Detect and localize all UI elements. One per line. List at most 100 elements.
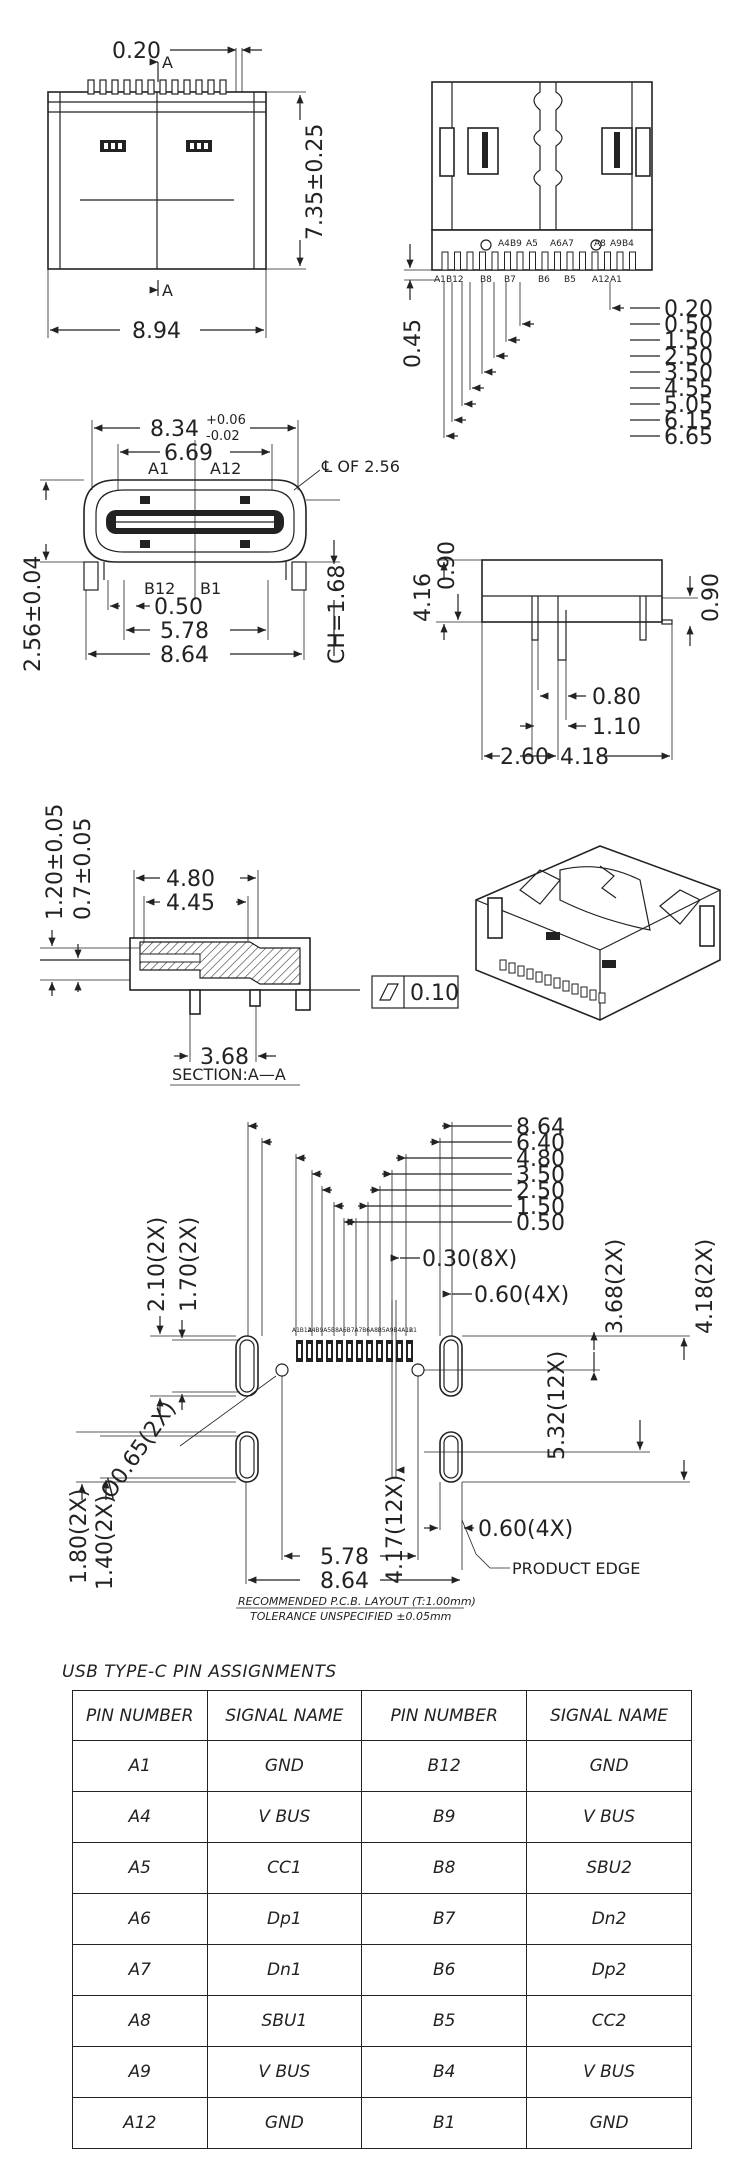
pcb-pad-core <box>358 1344 361 1358</box>
rear-pin-label-bottom: B6 <box>538 275 550 285</box>
pin-table-header: PIN NUMBER SIGNAL NAME PIN NUMBER SIGNAL… <box>72 1690 692 1741</box>
iso-pin <box>598 992 606 1004</box>
dim-256: 2.56±0.04 <box>21 556 46 672</box>
dim-578-front: 5.78 <box>160 619 209 644</box>
iso-pin <box>580 986 588 998</box>
dim-532: 5.32(12X) <box>545 1351 570 1460</box>
pin-assignment-section: USB TYPE-C PIN ASSIGNMENTS PIN NUMBER SI… <box>62 1662 702 2149</box>
pin-number-cell: B5 <box>361 1995 528 2047</box>
pin-number-cell: A8 <box>72 1995 208 2047</box>
pin-number-cell: A5 <box>72 1842 208 1894</box>
dim-045: 0.45 <box>401 319 426 368</box>
pcb-pad-core <box>398 1344 401 1358</box>
front-pin <box>99 79 107 95</box>
dim-110: 1.10 <box>592 715 641 740</box>
signal-name-cell: V BUS <box>526 1791 692 1843</box>
dim-480: 4.80 <box>166 867 215 892</box>
front-pin <box>183 79 191 95</box>
pcb-top-dim-label: 8.64 <box>516 1115 565 1140</box>
dim-090-left: 0.90 <box>435 541 460 590</box>
pcb-pin-label: B12 <box>300 1327 312 1334</box>
pin-number-cell: A6 <box>72 1893 208 1945</box>
pcb-pin-label: A8 <box>370 1327 378 1334</box>
signal-name-cell: GND <box>526 2097 692 2149</box>
product-edge: PRODUCT EDGE <box>512 1559 640 1578</box>
pcb-top-dim-label: 6.40 <box>516 1131 565 1156</box>
rear-pin-label-bottom: B12 <box>446 275 464 285</box>
pcb-top-dim-label: 0.60(4X) <box>474 1283 569 1308</box>
rear-dim-label: 6.15 <box>664 409 713 434</box>
rear-pin-label-top: A5 <box>526 239 538 249</box>
rear-pin <box>454 251 461 271</box>
header-signal-b: SIGNAL NAME <box>526 1690 692 1741</box>
iso-pin <box>544 974 552 986</box>
rear-pin <box>491 251 499 271</box>
pcb-pin-label: A5 <box>323 1327 331 1334</box>
iso-pin <box>562 980 570 992</box>
mid-front-view: A1 A12 B12 B1 ℄ OF 2.56 8.34 +0.06 -0.02… <box>21 413 400 672</box>
rear-pin <box>541 251 549 271</box>
pcb-top-dim-label: 4.80 <box>516 1147 565 1172</box>
rear-pin-label-top: A9 <box>610 239 622 249</box>
label-a1: A1 <box>148 459 169 478</box>
pcb-pad-core <box>328 1344 331 1358</box>
pcb-top-dim-label: 1.50 <box>516 1195 565 1220</box>
section-title: SECTION:A—A <box>172 1065 286 1084</box>
front-pin <box>87 79 95 95</box>
pcb-pin-label: B5 <box>378 1327 386 1334</box>
pcb-pad-core <box>298 1344 301 1358</box>
iso-pin <box>553 977 561 989</box>
rear-dim-label: 6.65 <box>664 425 713 450</box>
iso-pin <box>517 965 525 977</box>
dim-368-pcb: 3.68(2X) <box>603 1239 628 1334</box>
iso-pin <box>589 989 597 1001</box>
pcb-pin-label: A12 <box>401 1327 413 1334</box>
front-pin <box>123 79 131 95</box>
iso-pin <box>526 968 534 980</box>
pcb-pin-label: B7 <box>347 1327 355 1334</box>
dim-445: 4.45 <box>166 891 215 916</box>
signal-name-cell: Dn1 <box>206 1944 363 1996</box>
pin-number-cell: B6 <box>361 1944 528 1996</box>
front-pin <box>159 79 167 95</box>
section-view: 1.20±0.05 0.7±0.05 4.80 4.45 3.68 SECTIO… <box>40 804 459 1086</box>
dim-735: 7.35±0.25 <box>303 124 328 240</box>
front-pin <box>135 79 143 95</box>
label-b1: B1 <box>200 579 221 598</box>
signal-name-cell: GND <box>206 1740 363 1792</box>
rear-pin <box>516 251 524 271</box>
pin-number-cell: B12 <box>361 1740 528 1792</box>
pcb-note-1: RECOMMENDED P.C.B. LAYOUT (T:1.00mm) <box>238 1595 476 1608</box>
pin-number-cell: A1 <box>72 1740 208 1792</box>
pcb-top-dim-label: 3.50 <box>516 1163 565 1188</box>
iso-pin <box>499 959 507 971</box>
pcb-pad-core <box>388 1344 391 1358</box>
rear-dim-label: 1.50 <box>664 329 713 354</box>
dim-578-pcb: 5.78 <box>320 1545 369 1570</box>
dim-07: 0.7±0.05 <box>71 818 96 920</box>
pcb-top-dim-label: 0.30(8X) <box>422 1247 517 1272</box>
pcb-pad-core <box>318 1344 321 1358</box>
connector-drawing: A A 0.20 7.35±0.25 8.94 <box>21 39 724 1623</box>
rear-pin-label-top: A6 <box>550 239 562 249</box>
rear-dim-label: 0.50 <box>664 313 713 338</box>
header-pin-b: PIN NUMBER <box>361 1690 528 1741</box>
rear-pin-label-top: A4 <box>498 239 510 249</box>
pcb-pad-core <box>368 1344 371 1358</box>
rear-pin-label-top: B4 <box>622 239 634 249</box>
dim-ch: CH=1.68 <box>325 565 350 664</box>
rear-dim-label: 5.05 <box>664 393 713 418</box>
pcb-pin-label: B4 <box>393 1327 401 1334</box>
pin-number-cell: A12 <box>72 2097 208 2149</box>
rear-pin-label-bottom: B7 <box>504 275 516 285</box>
top-front-view: A A 0.20 7.35±0.25 8.94 <box>47 39 328 344</box>
iso-pin <box>535 971 543 983</box>
pin-number-cell: A7 <box>72 1944 208 1996</box>
rear-pin <box>579 251 586 271</box>
rear-pin <box>504 251 511 271</box>
rear-pin <box>591 251 599 271</box>
signal-name-cell: Dp1 <box>206 1893 363 1945</box>
